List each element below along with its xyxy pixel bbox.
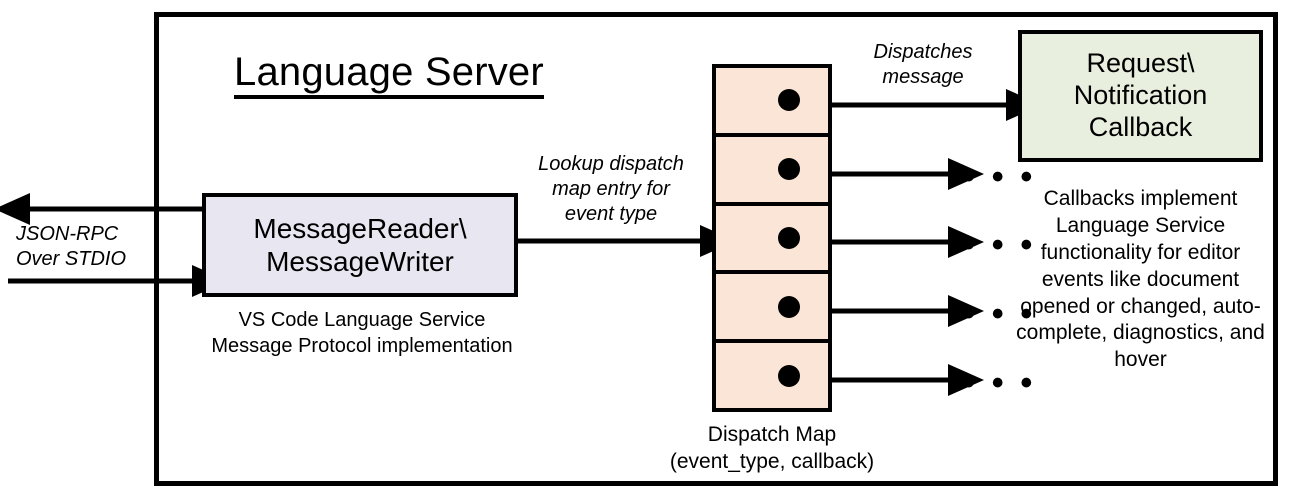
callback-dot-icon [778, 364, 800, 387]
dispatch-map-cell[interactable] [716, 343, 828, 408]
callback-dot-icon [778, 89, 800, 112]
message-caption-line2: Message Protocol implementation [211, 334, 513, 357]
lookup-label-line1: Lookup dispatch [538, 153, 684, 175]
ellipsis-row-4: • • • [963, 295, 1038, 333]
dispatch-caption-line2: (event_type, callback) [669, 449, 875, 473]
callback-dot-icon [778, 226, 800, 249]
lookup-dispatch-label: Lookup dispatch map entry for event type [516, 152, 706, 227]
ellipsis-row-3: • • • [963, 226, 1038, 264]
jsonrpc-transport-label: JSON-RPC Over STDIO [16, 222, 176, 272]
request-notification-callback-box[interactable]: Request\ Notification Callback [1018, 30, 1263, 162]
ellipsis-row-5: • • • [963, 364, 1038, 402]
dispatches-label-line1: Dispatches [873, 41, 973, 63]
message-caption-line1: VS Code Language Service [238, 309, 486, 331]
jsonrpc-label-line1: JSON-RPC [16, 223, 119, 245]
dispatch-map-cell[interactable] [716, 274, 828, 344]
language-server-frame [154, 12, 1278, 486]
ellipsis-row-2: • • • [963, 158, 1038, 196]
callback-box-caption: Callbacks implement Language Service fun… [1016, 187, 1265, 372]
callback-box-label-line3: Callback [1088, 111, 1193, 142]
dispatch-map-table[interactable] [712, 64, 832, 412]
dispatch-map-cell[interactable] [716, 206, 828, 275]
callback-dot-icon [778, 295, 800, 318]
dispatches-message-label: Dispatches message [838, 40, 1008, 90]
callback-dot-icon [778, 158, 800, 181]
lookup-label-line2: map entry for [552, 178, 670, 200]
message-reader-writer-box[interactable]: MessageReader\ MessageWriter [202, 193, 518, 297]
dispatch-caption-line1: Dispatch Map [707, 423, 837, 446]
lookup-label-line3: event type [564, 203, 658, 225]
page-title: Language Server [234, 52, 544, 99]
dispatch-map-cell[interactable] [716, 137, 828, 206]
message-box-label-line1: MessageReader\ [253, 212, 467, 244]
callback-box-label-line2: Notification [1073, 80, 1208, 111]
dispatches-label-line2: message [882, 66, 964, 88]
message-box-caption: VS Code Language Service Message Protoco… [182, 308, 542, 359]
dispatch-map-caption: Dispatch Map (event_type, callback) [632, 422, 912, 476]
dispatch-map-cell[interactable] [716, 68, 828, 137]
callback-box-label-line1: Request\ [1086, 48, 1195, 79]
message-box-label-line2: MessageWriter [266, 246, 454, 277]
page-title-text: Language Server [234, 52, 544, 99]
jsonrpc-label-line2: Over STDIO [16, 248, 127, 270]
